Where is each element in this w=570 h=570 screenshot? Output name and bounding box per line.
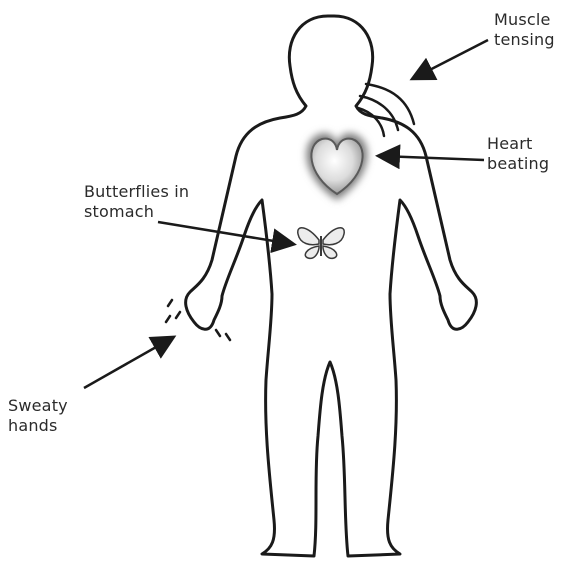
body-outline <box>186 16 477 556</box>
butterfly-icon <box>298 228 344 259</box>
label-line: Butterflies in <box>84 182 189 202</box>
label-line: tensing <box>494 30 555 50</box>
label-line: beating <box>487 154 549 174</box>
butterflies-arrow <box>158 222 292 244</box>
label-butterflies: Butterflies in stomach <box>84 182 189 222</box>
heart-icon <box>307 133 368 200</box>
label-line: Sweaty <box>8 396 68 416</box>
label-heart-beating: Heart beating <box>487 134 549 174</box>
label-line: stomach <box>84 202 189 222</box>
label-sweaty-hands: Sweaty hands <box>8 396 68 436</box>
muscle-arrow <box>414 40 488 78</box>
heart-arrow <box>380 156 484 160</box>
label-line: Heart <box>487 134 549 154</box>
label-line: hands <box>8 416 68 436</box>
label-line: Muscle <box>494 10 555 30</box>
label-muscle-tensing: Muscle tensing <box>494 10 555 50</box>
sweaty-hands-arrow <box>84 338 172 388</box>
